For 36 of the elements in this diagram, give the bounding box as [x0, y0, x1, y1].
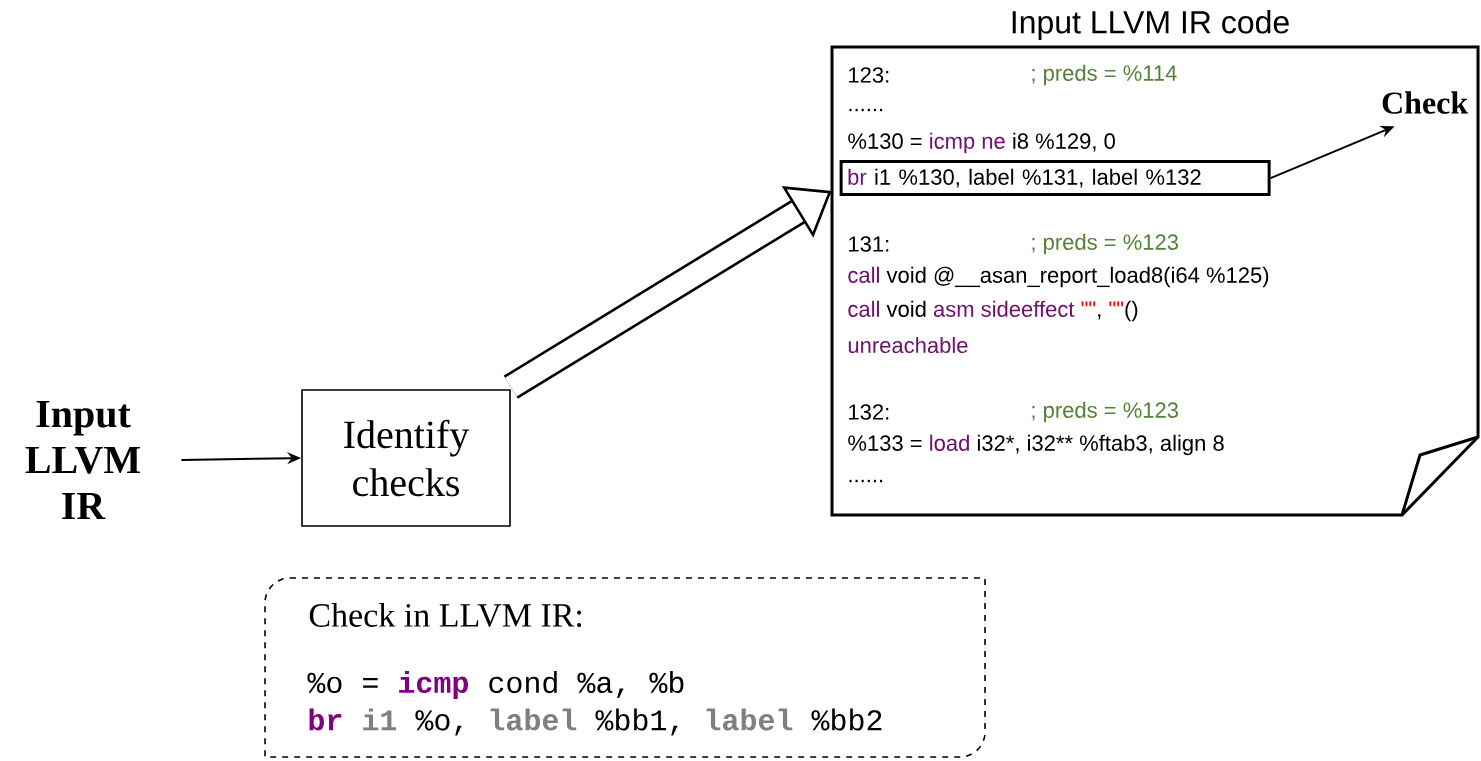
code-line: ; preds = %123 — [1032, 233, 1178, 255]
node-label: , — [1098, 314, 1101, 320]
code-line: 132: — [849, 404, 889, 420]
node-label: asm sideeffect — [933, 300, 1075, 317]
code-line: 131: — [849, 236, 889, 252]
process-box: Identify checks — [301, 389, 511, 527]
code-line: call void @__asan_report_load8(i64 %125) — [848, 266, 1269, 288]
highlight-box: br i1 %130, label %131, label %132 — [839, 160, 1271, 197]
node-label: %bb2 — [811, 708, 882, 731]
node-label: i1 — [363, 708, 397, 731]
arrow — [503, 186, 832, 399]
node-label: () — [1125, 300, 1138, 322]
input-label: Input LLVM IR — [25, 400, 141, 520]
code-line: call void asm sideeffect "" , ""() — [848, 300, 1138, 322]
code-line: ; preds = %123 — [1032, 401, 1178, 423]
node-label: br — [309, 708, 342, 731]
node-label: void — [886, 300, 926, 317]
code-line: %130 = icmp ne i8 %129, 0 — [848, 132, 1115, 154]
code-line: ...... — [849, 479, 883, 483]
code-line: br i1 %o, label %bb1, label %bb2 — [309, 708, 882, 736]
node-label: label — [490, 708, 577, 731]
code-line: ; preds = %114 — [1032, 64, 1177, 86]
heading: Input LLVM IR code — [1012, 10, 1289, 40]
code-line: 123: — [849, 67, 889, 83]
code-line: %o = icmp cond %a, %b — [307, 671, 684, 699]
node-label: label — [706, 708, 793, 731]
node-label: %bb1, — [595, 708, 678, 736]
node-label: "" — [1109, 301, 1124, 307]
code-line: unreachable — [848, 336, 968, 354]
node-label: "" — [1081, 301, 1096, 307]
code-line: ...... — [849, 108, 883, 112]
check-label: Check — [1382, 91, 1469, 114]
node-label: call — [848, 300, 879, 317]
node-label: %o, — [415, 710, 462, 736]
code-line: %133 = load i32*, i32** %ftab3, align 8 — [848, 434, 1224, 456]
box-title: Check in LLVM IR: — [309, 602, 582, 628]
